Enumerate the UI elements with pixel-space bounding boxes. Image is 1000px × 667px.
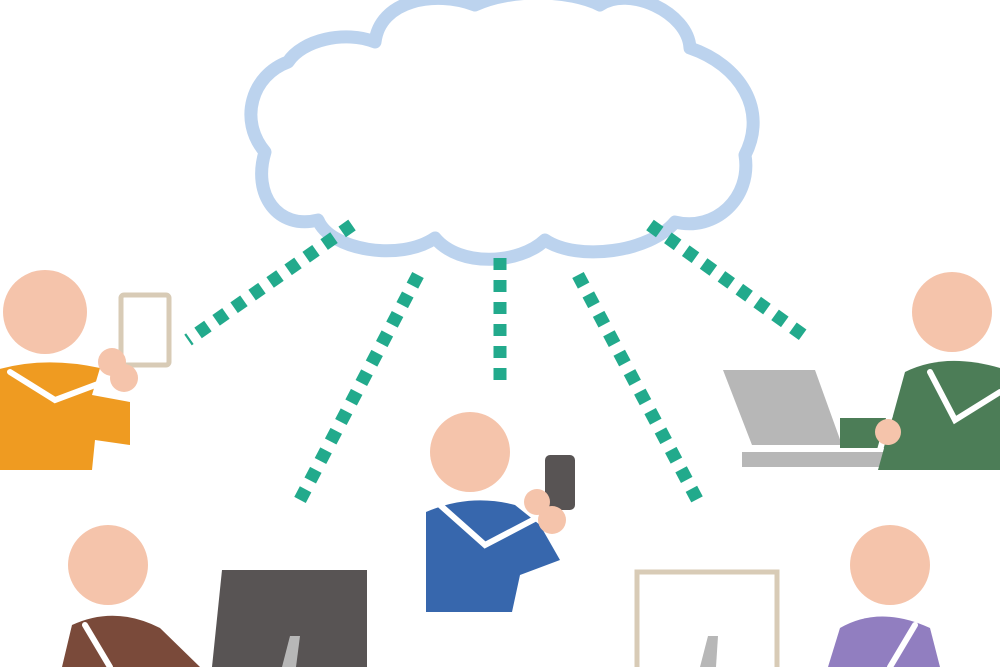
tablet-icon bbox=[118, 292, 172, 368]
hand-icon bbox=[524, 489, 550, 515]
laptop-icon bbox=[723, 370, 842, 445]
person-orange bbox=[0, 270, 172, 470]
person-icon bbox=[426, 500, 560, 612]
hand-icon bbox=[110, 364, 138, 392]
connection-line-orange bbox=[184, 219, 356, 346]
connection-line-brown bbox=[294, 271, 424, 504]
person-green bbox=[723, 272, 1000, 470]
hand-icon bbox=[875, 419, 901, 445]
person-icon bbox=[62, 615, 200, 667]
connection-line-green bbox=[646, 219, 814, 346]
hand-icon bbox=[538, 506, 566, 534]
head-icon bbox=[68, 525, 148, 605]
person-icon bbox=[828, 616, 940, 667]
head-icon bbox=[3, 270, 87, 354]
head-icon bbox=[850, 525, 930, 605]
connection-line-purple bbox=[572, 271, 706, 509]
person-brown bbox=[62, 525, 367, 667]
head-icon bbox=[912, 272, 992, 352]
laptop-base-icon bbox=[742, 452, 897, 467]
desktop-monitor-icon bbox=[212, 570, 367, 667]
person-purple bbox=[634, 525, 940, 667]
head-icon bbox=[430, 412, 510, 492]
person-blue bbox=[426, 412, 575, 612]
cloud-icon bbox=[244, 0, 760, 266]
person-icon bbox=[878, 360, 1000, 470]
smartphone-icon bbox=[545, 455, 575, 510]
